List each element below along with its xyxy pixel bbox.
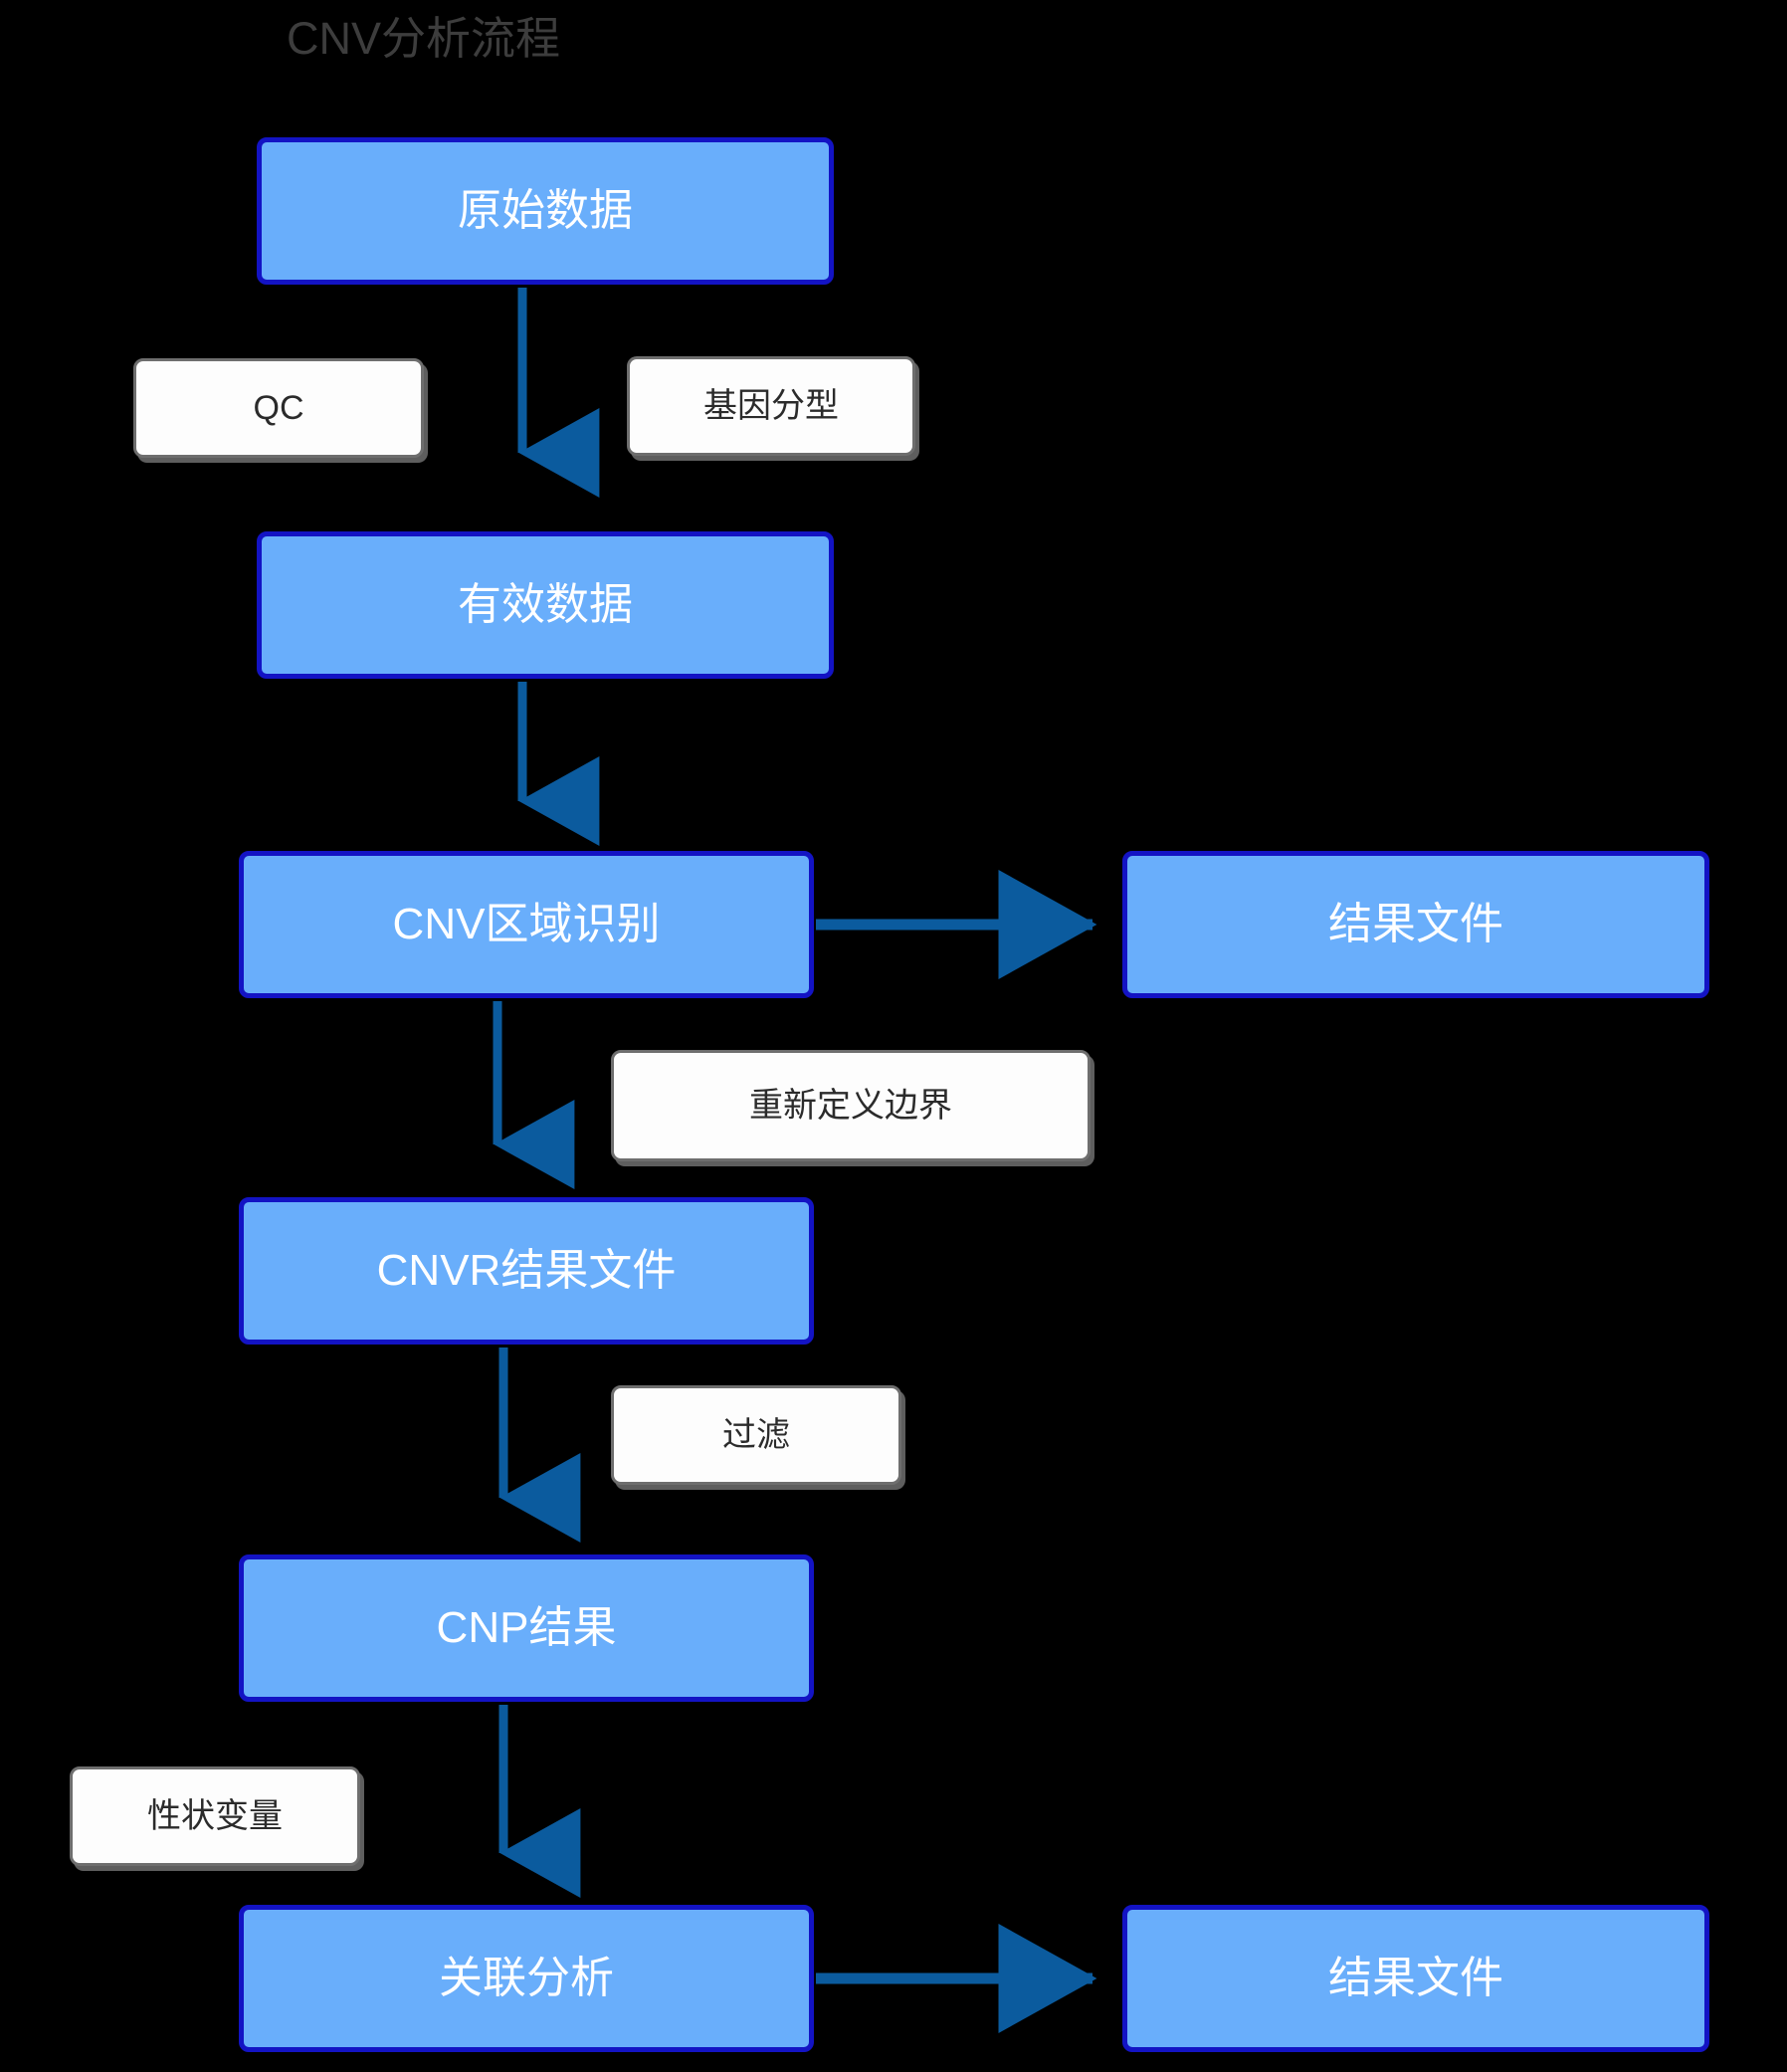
edge-label-text: 过滤 xyxy=(722,1416,790,1454)
node-cnvr-result[interactable]: CNVR结果文件 xyxy=(239,1197,814,1345)
node-label: CNVR结果文件 xyxy=(376,1246,677,1295)
node-label: 结果文件 xyxy=(1328,1954,1503,2002)
page-title: CNV分析流程 xyxy=(287,13,561,64)
node-label: 有效数据 xyxy=(458,580,633,629)
node-cnp-result[interactable]: CNP结果 xyxy=(239,1554,814,1702)
edge-label-text: 性状变量 xyxy=(147,1797,283,1835)
node-label: CNV区域识别 xyxy=(392,900,661,948)
edge-label-text: QC xyxy=(253,389,304,427)
node-label: 关联分析 xyxy=(439,1954,614,2002)
node-assoc-analysis[interactable]: 关联分析 xyxy=(239,1905,814,2052)
node-result-file-2[interactable]: 结果文件 xyxy=(1122,1905,1709,2052)
node-label: CNP结果 xyxy=(436,1603,617,1652)
node-valid-data[interactable]: 有效数据 xyxy=(257,531,834,679)
node-result-file-1[interactable]: 结果文件 xyxy=(1122,851,1709,998)
edge-label-genotyping[interactable]: 基因分型 xyxy=(627,356,915,456)
edge-label-redefine-boundary[interactable]: 重新定义边界 xyxy=(611,1050,1091,1161)
edge-label-qc[interactable]: QC xyxy=(133,358,424,458)
edge-label-trait-variable[interactable]: 性状变量 xyxy=(70,1766,360,1866)
node-raw-data[interactable]: 原始数据 xyxy=(257,137,834,285)
edge-label-filter[interactable]: 过滤 xyxy=(611,1385,901,1485)
node-label: 结果文件 xyxy=(1328,900,1503,948)
node-cnv-region[interactable]: CNV区域识别 xyxy=(239,851,814,998)
node-label: 原始数据 xyxy=(458,186,633,235)
edge-label-text: 基因分型 xyxy=(703,387,839,425)
edge-label-text: 重新定义边界 xyxy=(749,1087,952,1125)
